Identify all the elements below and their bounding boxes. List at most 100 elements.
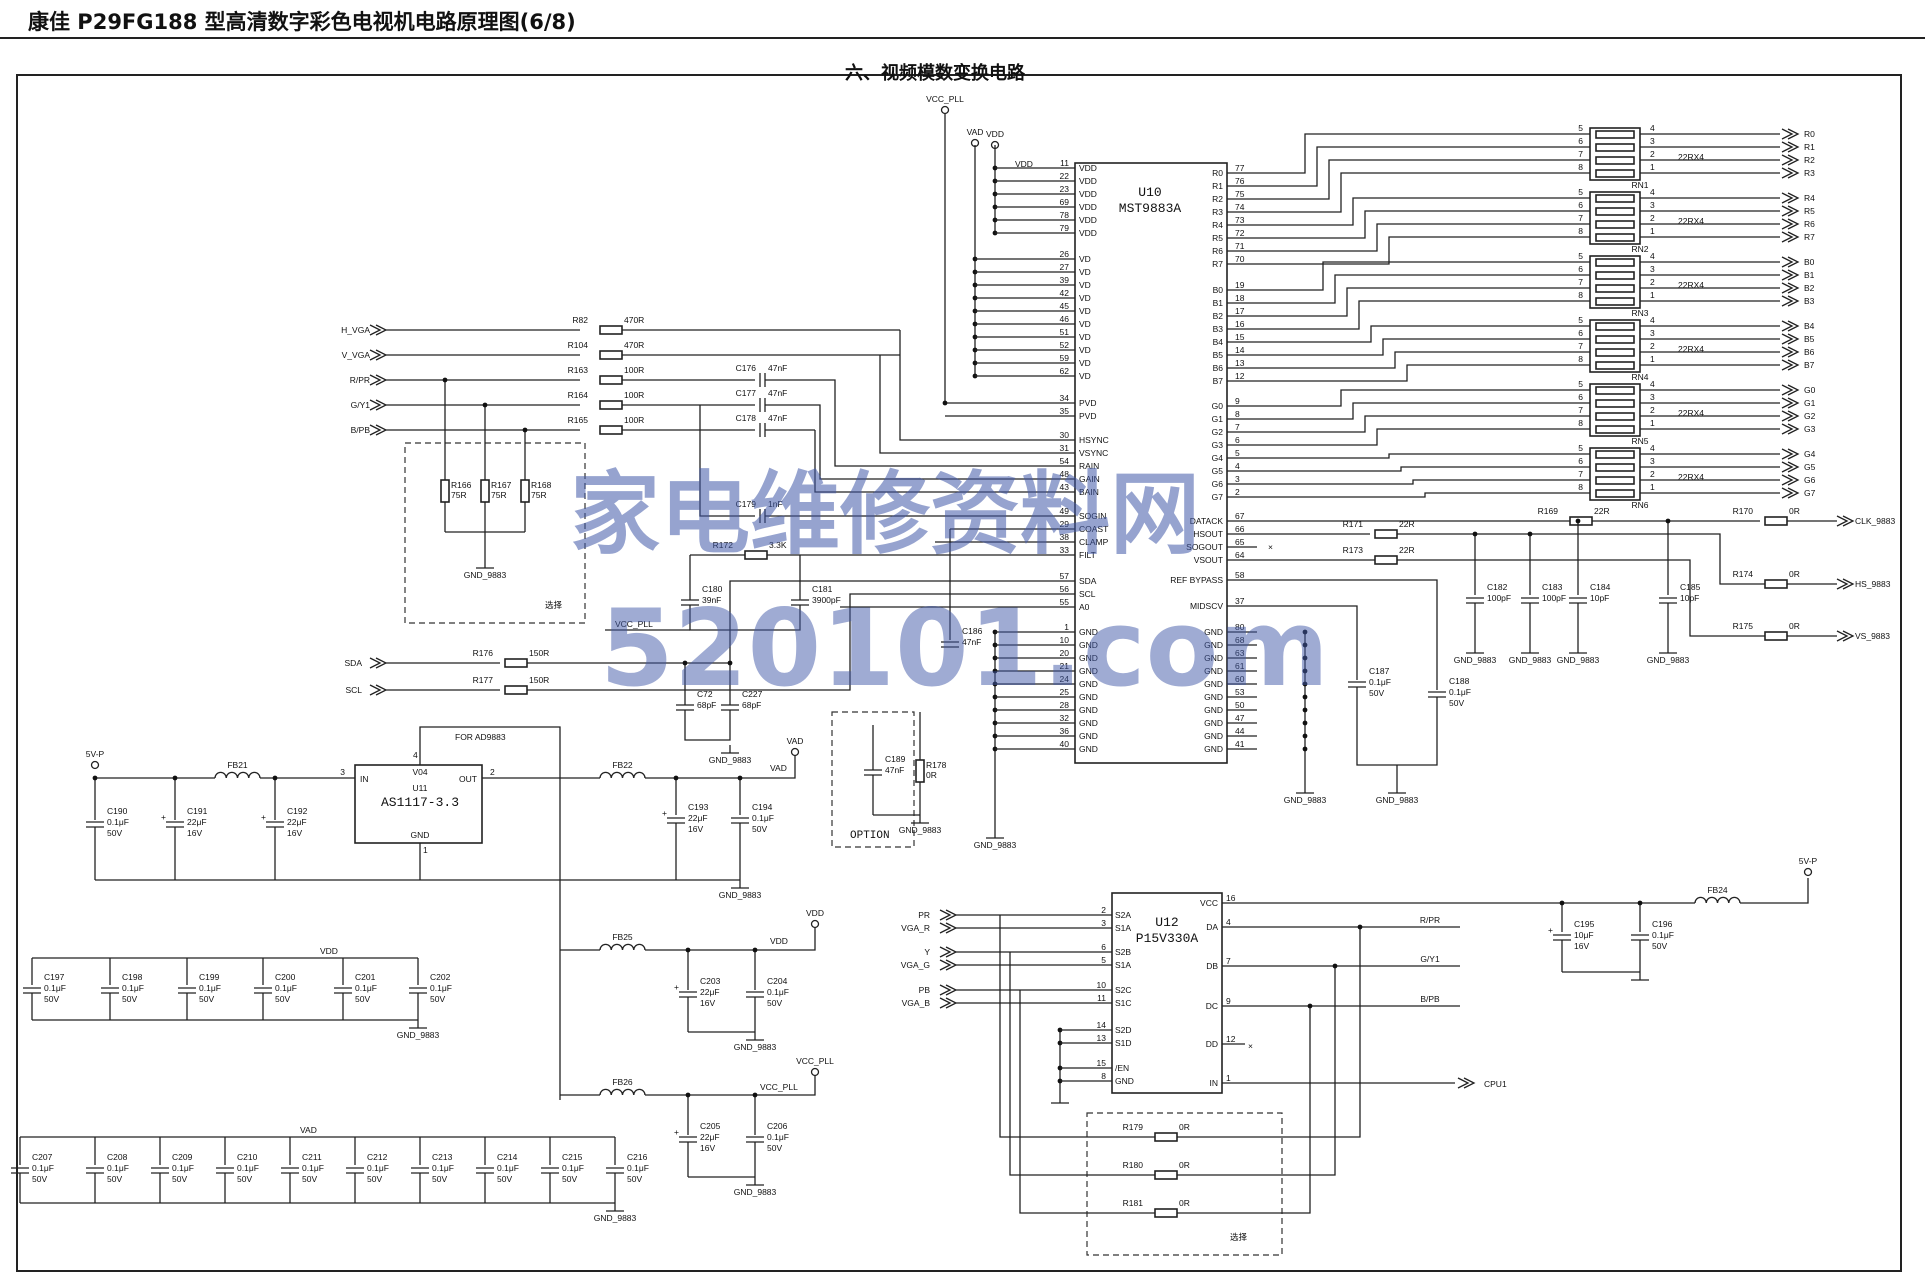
- rnet-element: [1595, 220, 1635, 229]
- capacitor-value: 0.1μF: [1369, 677, 1391, 687]
- output-arrow: [1787, 269, 1800, 281]
- gain-wire: [815, 404, 1050, 480]
- u10-pin-number: 55: [1060, 597, 1070, 607]
- u12-select-box: [1086, 1112, 1283, 1256]
- rnet-output-label: B4: [1804, 321, 1815, 331]
- capacitor-voltage: 16V: [700, 1143, 715, 1153]
- capacitor-value: 100pF: [1487, 593, 1511, 603]
- capacitor-value: 10pF: [1590, 593, 1609, 603]
- u10-pin-number: 69: [1060, 197, 1070, 207]
- capacitor-ref: C190: [107, 806, 128, 816]
- hs-wire: [1397, 533, 1765, 585]
- rnet-pin-number: 6: [1578, 136, 1583, 146]
- u10-pin-number: 50: [1235, 700, 1245, 710]
- capacitor-value: 1nF: [768, 499, 783, 509]
- resistor-value: 22R: [1594, 506, 1610, 516]
- select-label: 选择: [545, 600, 563, 610]
- u10-pin-number: 49: [1060, 506, 1070, 516]
- capacitor-ref: C184: [1590, 582, 1611, 592]
- rnet-output-label: G1: [1804, 398, 1816, 408]
- capacitor-value: 0.1μF: [355, 983, 377, 993]
- junction-dot: [673, 775, 679, 781]
- u10-pin-name: VSOUT: [1194, 555, 1223, 565]
- input-signal-label: V_VGA: [342, 350, 371, 360]
- u10-pin-name: G3: [1212, 440, 1224, 450]
- output-arrow: [1787, 448, 1800, 460]
- u10-pin-number: 42: [1060, 288, 1070, 298]
- ferrite-bead: [599, 771, 646, 779]
- bypass-wire: [1019, 990, 1155, 1214]
- resistor-ref: R82: [572, 315, 588, 325]
- capacitor-ref: C178: [736, 413, 757, 423]
- u12-pin-number: 1: [1226, 1073, 1231, 1083]
- output-arrow: [1781, 423, 1794, 435]
- u12-ref: U12: [1155, 915, 1178, 930]
- u10-pin-number: 47: [1235, 713, 1245, 723]
- u10-pin-number: 13: [1235, 358, 1245, 368]
- supply-terminal: [810, 919, 820, 929]
- u10-pin-name: VD: [1079, 345, 1091, 355]
- capacitor-voltage: 50V: [199, 994, 214, 1004]
- rnet-pin-number: 6: [1578, 392, 1583, 402]
- u12-pin-number: 4: [1226, 917, 1231, 927]
- rnet-pin-number: 8: [1578, 418, 1583, 428]
- output-arrow: [1842, 578, 1855, 590]
- u10-pin-number: 74: [1235, 202, 1245, 212]
- resistor-ref: R173: [1343, 545, 1364, 555]
- rnet-output-label: R4: [1804, 193, 1815, 203]
- rnet-element: [1595, 143, 1635, 152]
- u10-pin-number: 29: [1060, 519, 1070, 529]
- input-signal-label: H_VGA: [341, 325, 370, 335]
- input-arrow: [1463, 1077, 1476, 1089]
- rnet-ref: RN3: [1631, 308, 1648, 318]
- capacitor-ref: C188: [1449, 676, 1470, 686]
- resistor-body: [480, 479, 490, 503]
- junction-dot: [942, 400, 948, 406]
- capacitor-value: 68pF: [697, 700, 716, 710]
- output-arrow: [1787, 128, 1800, 140]
- resistor-body: [1764, 579, 1788, 589]
- u10-pin-number: 22: [1060, 171, 1070, 181]
- vdd-feed: [645, 927, 816, 951]
- u10-pin-name: GND: [1079, 705, 1098, 715]
- u10-pin-name: R4: [1212, 220, 1223, 230]
- rnet-output-label: B7: [1804, 360, 1815, 370]
- polarity-mark: +: [1548, 925, 1553, 935]
- clk-output-label: CLK_9883: [1855, 516, 1895, 526]
- u10-pin-number: 46: [1060, 314, 1070, 324]
- capacitor-value: 0.1μF: [44, 983, 66, 993]
- output-arrow: [1781, 205, 1794, 217]
- polarity-mark: +: [674, 1127, 679, 1137]
- u10-pin-number: 14: [1235, 345, 1245, 355]
- data-bus-wire: [1257, 351, 1570, 369]
- capacitor-ref: C195: [1574, 919, 1595, 929]
- capacitor-ref: C208: [107, 1152, 128, 1162]
- capacitor-voltage: 50V: [497, 1174, 512, 1184]
- u10-pin-number: 28: [1060, 700, 1070, 710]
- rnet-pin-number: 1: [1650, 162, 1655, 172]
- output-arrow: [1787, 256, 1800, 268]
- output-arrow: [1781, 333, 1794, 345]
- polarity-mark: +: [161, 812, 166, 822]
- u10-pin-name: R5: [1212, 233, 1223, 243]
- output-arrow: [1787, 154, 1800, 166]
- capacitor-voltage: 50V: [1369, 688, 1384, 698]
- u10-pin-number: 66: [1235, 524, 1245, 534]
- rnet-pin-number: 6: [1578, 200, 1583, 210]
- output-arrow: [1787, 141, 1800, 153]
- capacitor-ref: C176: [736, 363, 757, 373]
- rnet-pin-number: 4: [1650, 123, 1655, 133]
- rnet-output-label: R7: [1804, 232, 1815, 242]
- u12-pin-name: DB: [1206, 961, 1218, 971]
- u10-pin-name: GND: [1079, 744, 1098, 754]
- rnet-ref: RN2: [1631, 244, 1648, 254]
- capacitor-ref: C194: [752, 802, 773, 812]
- rnet-output-label: R1: [1804, 142, 1815, 152]
- rnet-value: 22RX4: [1678, 280, 1704, 290]
- rnet-output-label: G5: [1804, 462, 1816, 472]
- junction-dot: [1302, 720, 1308, 726]
- u10-pin-name: B6: [1213, 363, 1224, 373]
- u10-pin-name: PVD: [1079, 398, 1096, 408]
- capacitor-value: 0.1μF: [172, 1163, 194, 1173]
- u10-pin-name: GND: [1204, 679, 1223, 689]
